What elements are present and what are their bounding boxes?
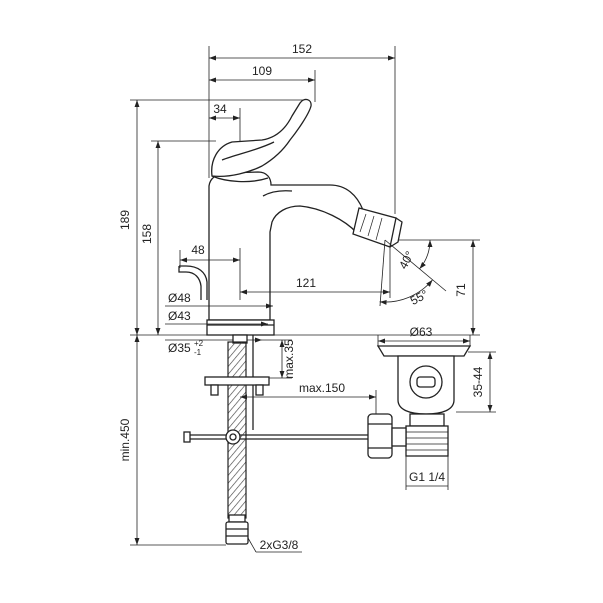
lift-rod-knob: [179, 265, 208, 300]
drain-diameter-label: Ø63: [410, 325, 433, 339]
hose-connector: [225, 521, 249, 545]
angle-arc-55: [379, 279, 433, 305]
drain-inner-circle: [409, 365, 443, 399]
base-diameter-label: Ø48: [168, 291, 191, 305]
overall-height-label: 189: [118, 210, 132, 230]
drain-neck: [409, 413, 445, 427]
hose-thread-leader: [247, 537, 257, 553]
hole-tolerance-minus: -1: [194, 348, 202, 357]
lever-handle: [211, 98, 312, 178]
drain-plug-slot: [416, 376, 436, 388]
angle-reference-line: [384, 239, 447, 292]
hole-diameter-label: Ø35: [168, 341, 191, 355]
lever-contour-line: [221, 141, 275, 161]
pop-up-rod-end: [183, 431, 191, 443]
hose-length-label: min.450: [118, 418, 132, 461]
rod-clamp-knob: [225, 429, 241, 445]
top-dimensions: 152 109 34: [208, 42, 396, 214]
body-dimensions: 48 121 Ø48 Ø43 Ø35 +2 -1: [165, 243, 391, 357]
drain-linkage-nut: [367, 413, 393, 459]
spout-height-label: 71: [454, 283, 468, 297]
nozzle-tip: [389, 217, 403, 248]
faucet-base: [206, 319, 275, 336]
nozzle-hatch: [359, 213, 367, 233]
lever-reach-label: 109: [252, 64, 272, 78]
bracket-screw-left: [210, 384, 219, 396]
lever-base-line: [211, 175, 269, 183]
rod-clamp-knob-center: [229, 433, 237, 441]
hose-thread-label: 2xG3/8: [260, 538, 299, 552]
under-deck: max.35 max.150 2xG3/8: [183, 334, 377, 553]
drain: Ø63 G1 1/4 35-44: [367, 325, 496, 490]
hose-nut-top: [228, 514, 246, 523]
lever-offset-label: 34: [213, 102, 227, 116]
spout-contour-line: [262, 190, 293, 197]
hole-tolerance-plus: +2: [194, 339, 204, 348]
deck-thickness-label: max.35: [282, 339, 296, 379]
angle-arc-40: [419, 239, 433, 270]
body-diameter-label: Ø43: [168, 309, 191, 323]
mounting-bracket: [204, 376, 270, 386]
drain-flange: [376, 345, 472, 357]
nozzle-hatch: [375, 217, 383, 241]
left-dimensions: 189 158 min.450: [118, 99, 306, 546]
body-height-label: 158: [140, 224, 154, 244]
drain-body: [397, 355, 455, 415]
rod-length-label: max.150: [299, 381, 345, 395]
drain-thread-label: G1 1/4: [409, 470, 445, 484]
linkage-housing: [391, 427, 407, 447]
lift-rod-knob-inner: [178, 266, 202, 300]
drain-range-label: 35-44: [471, 366, 485, 397]
drain-thread: [405, 425, 449, 457]
spout-reach-label: 121: [296, 276, 316, 290]
lift-rod-offset-label: 48: [191, 243, 205, 257]
nozzle-hatch: [367, 215, 375, 237]
overall-width-label: 152: [292, 42, 312, 56]
bracket-screw-right: [255, 384, 264, 396]
